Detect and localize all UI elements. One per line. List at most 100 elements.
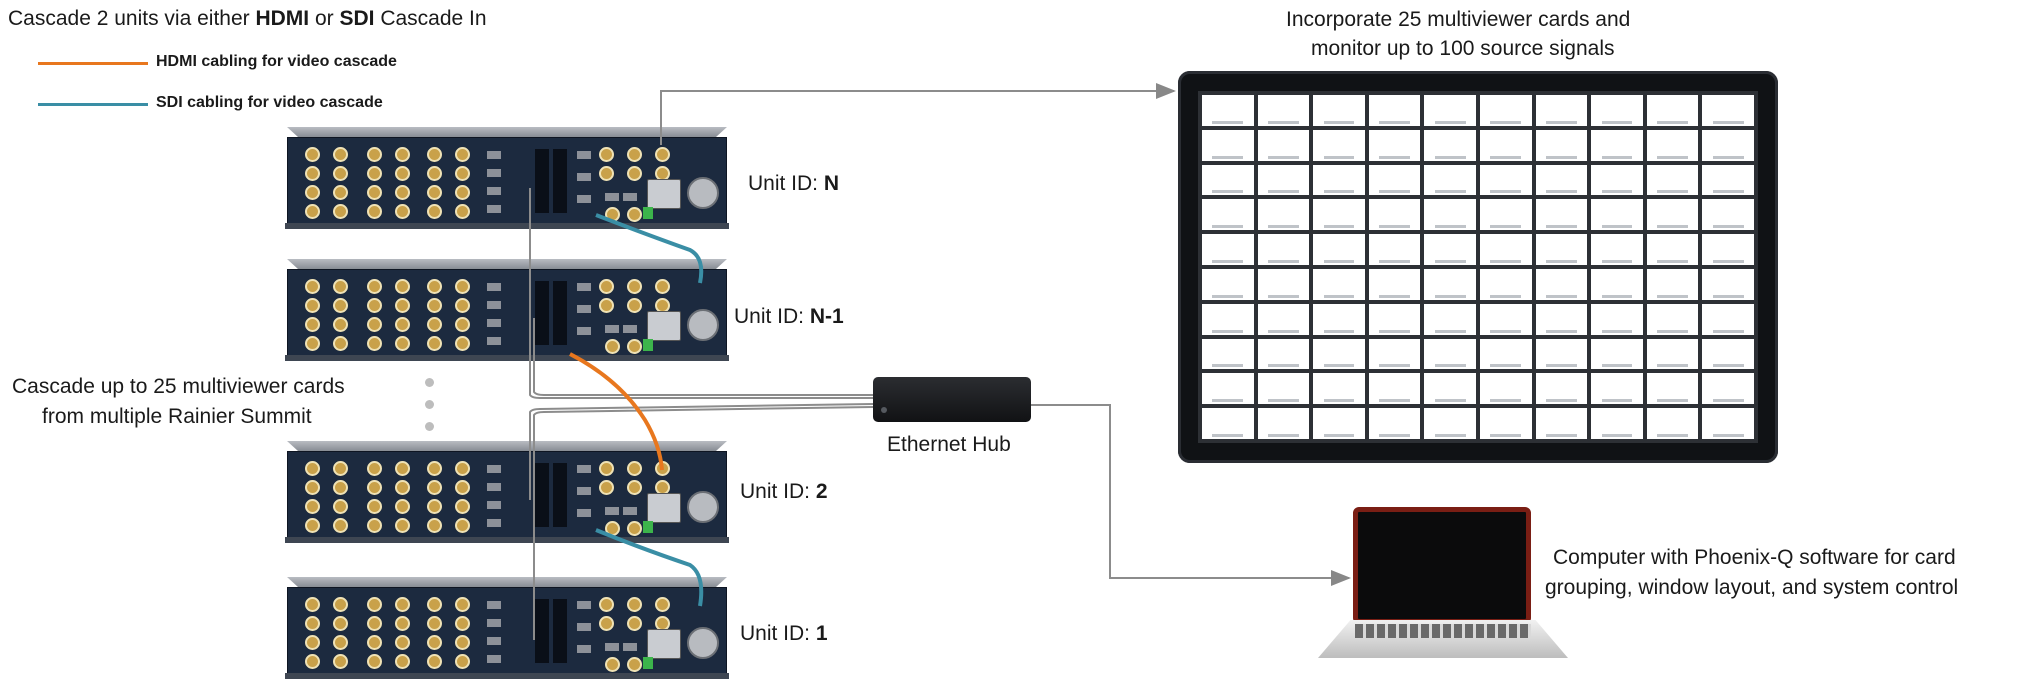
- laptop-computer-icon: [1353, 507, 1531, 624]
- bnc-connector: [305, 166, 320, 181]
- monitor-cell: [1202, 234, 1254, 265]
- monitor-cell: [1202, 303, 1254, 335]
- bnc-connector: [367, 597, 382, 612]
- unit-label-prefix: Unit ID:: [748, 172, 824, 195]
- multiviewer-unit-icon: [285, 259, 729, 361]
- monitor-cell: [1257, 373, 1310, 405]
- multiviewer-unit-icon: [285, 441, 729, 543]
- monitor-cell: [1257, 338, 1310, 370]
- monitor-cell: [1424, 234, 1476, 265]
- monitor-cell: [1479, 338, 1532, 370]
- bnc-connector: [427, 298, 442, 313]
- network-port: [577, 305, 591, 313]
- monitor-cell: [1313, 129, 1365, 161]
- bnc-connector: [455, 518, 470, 533]
- bnc-connector: [455, 480, 470, 495]
- ethernet-wire: [529, 188, 873, 399]
- bnc-connector: [333, 166, 348, 181]
- bnc-connector: [455, 461, 470, 476]
- ethernet-hub-icon: [873, 377, 1031, 422]
- monitor-cell: [1313, 164, 1365, 196]
- monitor-cell: [1313, 95, 1365, 126]
- hdmi-cascade-wire: [569, 352, 664, 471]
- bnc-connector: [627, 279, 642, 294]
- hdmi-port: [487, 283, 501, 291]
- monitor-cell: [1591, 129, 1643, 161]
- monitor-cell: [1313, 373, 1365, 405]
- ellipsis-dot: [425, 378, 434, 387]
- bnc-connector: [427, 518, 442, 533]
- monitor-cell: [1646, 373, 1699, 405]
- monitor-cell: [1702, 338, 1754, 370]
- ethernet-wire: [533, 406, 874, 640]
- monitor-cell: [1257, 234, 1310, 265]
- usb-port: [605, 643, 619, 651]
- unit-base: [285, 537, 729, 543]
- bnc-connector: [455, 597, 470, 612]
- bnc-connector: [367, 518, 382, 533]
- hdmi-port: [487, 483, 501, 491]
- bnc-connector: [367, 185, 382, 200]
- power-switch: [643, 657, 653, 669]
- network-port: [577, 195, 591, 203]
- unit-label: Unit ID: 1: [740, 621, 828, 647]
- monitor-cell: [1479, 199, 1532, 231]
- unit-top-panel: [287, 127, 727, 139]
- bnc-connector: [333, 518, 348, 533]
- bnc-connector: [395, 279, 410, 294]
- bnc-connector: [455, 317, 470, 332]
- bnc-connector: [455, 635, 470, 650]
- bnc-connector: [333, 499, 348, 514]
- monitor-cell: [1591, 199, 1643, 231]
- monitor-cell: [1535, 268, 1588, 300]
- unit-label-prefix: Unit ID:: [740, 480, 816, 503]
- bnc-connector: [333, 204, 348, 219]
- bnc-connector: [305, 461, 320, 476]
- fan-grille: [687, 491, 719, 523]
- unit-top-panel: [287, 259, 727, 271]
- monitor-cell: [1313, 234, 1365, 265]
- heading-prefix: Cascade 2 units via either: [8, 7, 256, 30]
- bnc-connector: [455, 298, 470, 313]
- monitor-cell: [1368, 164, 1421, 196]
- monitor-cell: [1424, 268, 1476, 300]
- monitor-cell: [1702, 95, 1754, 126]
- cascade-note-line2: from multiple Rainier Summit: [42, 405, 312, 428]
- computer-caption-line1: Computer with Phoenix-Q software for car…: [1553, 546, 1956, 569]
- bnc-connector: [367, 616, 382, 631]
- bnc-connector: [395, 654, 410, 669]
- bnc-connector: [395, 461, 410, 476]
- hdmi-port: [487, 205, 501, 213]
- monitor-cell: [1257, 164, 1310, 196]
- bnc-connector: [367, 204, 382, 219]
- monitor-cell: [1702, 129, 1754, 161]
- card-slot: [535, 599, 549, 663]
- monitor-cell: [1702, 234, 1754, 265]
- bnc-connector: [395, 204, 410, 219]
- monitor-cell: [1424, 338, 1476, 370]
- bnc-connector: [395, 185, 410, 200]
- heading-hdmi: HDMI: [255, 7, 310, 30]
- bnc-connector: [395, 480, 410, 495]
- monitor-cell: [1202, 408, 1254, 439]
- multiviewer-unit-icon: [285, 577, 729, 679]
- bnc-connector: [367, 480, 382, 495]
- monitor-cell: [1202, 338, 1254, 370]
- bnc-connector: [455, 204, 470, 219]
- network-port: [577, 645, 591, 653]
- network-port: [577, 487, 591, 495]
- bnc-connector: [333, 654, 348, 669]
- unit-id: 2: [815, 480, 828, 503]
- card-slot: [535, 281, 549, 345]
- monitor-cell: [1424, 199, 1476, 231]
- bnc-connector: [305, 279, 320, 294]
- unit-label-prefix: Unit ID:: [734, 305, 810, 328]
- monitor-cell: [1535, 129, 1588, 161]
- card-slot: [553, 599, 567, 663]
- monitor-cell: [1535, 338, 1588, 370]
- monitor-cell: [1257, 199, 1310, 231]
- ellipsis-dot: [425, 422, 434, 431]
- bnc-connector: [305, 518, 320, 533]
- bnc-connector: [395, 597, 410, 612]
- monitor-cell: [1202, 95, 1254, 126]
